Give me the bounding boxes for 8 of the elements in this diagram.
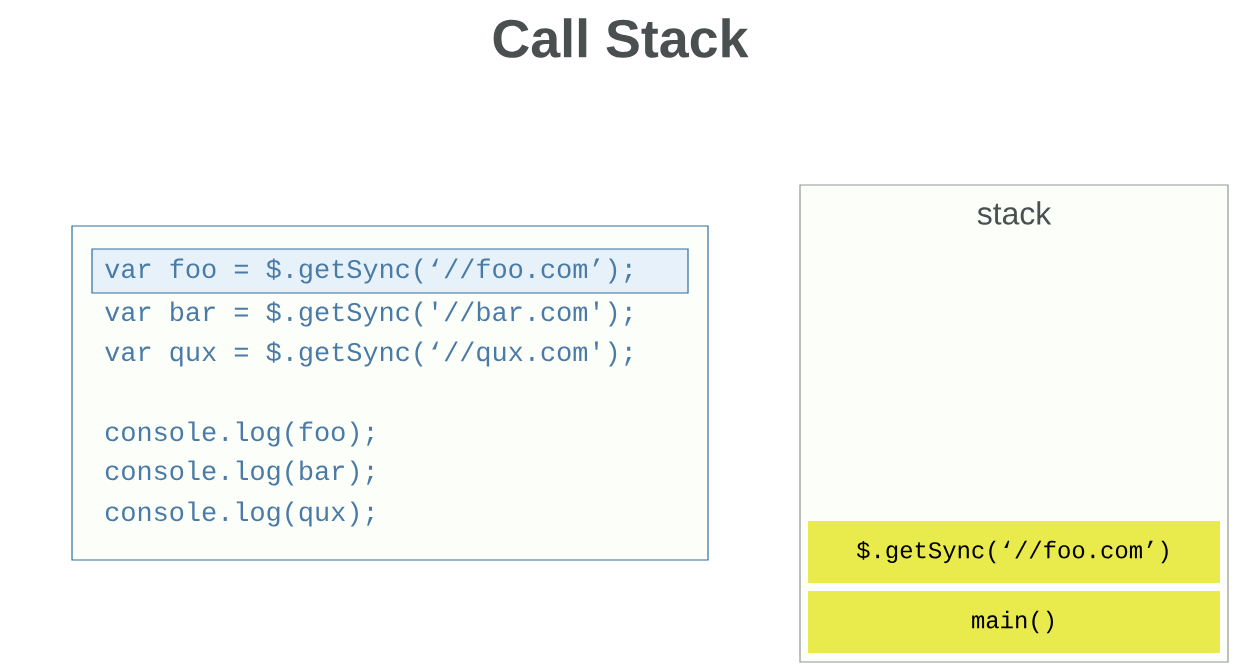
stack-frame: main() (808, 591, 1220, 653)
code-line: console.log(qux); (105, 501, 373, 527)
title: Call Stack (493, 18, 749, 58)
stack-frame: $.getSync(‘//foo.com’) (808, 521, 1220, 583)
code-line: var qux = $.getSync(‘//qux.com'); (105, 341, 631, 367)
code-line: var bar = $.getSync('//bar.com'); (105, 301, 631, 327)
code-line: console.log(bar); (105, 460, 373, 486)
code-line: console.log(foo); (105, 421, 373, 447)
